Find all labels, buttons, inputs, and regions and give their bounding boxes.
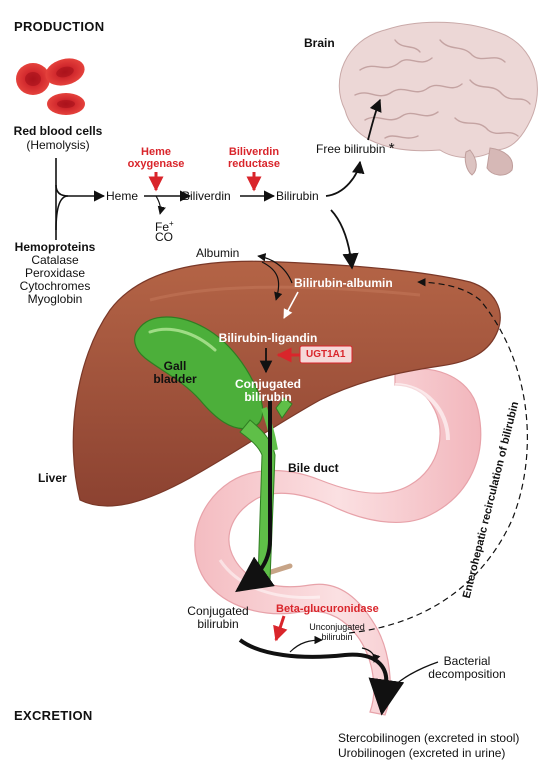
- heme-oxygenase-line: Heme: [141, 146, 171, 158]
- albumin-label: Albumin: [196, 246, 240, 260]
- rbc-title: Red blood cells: [13, 124, 103, 138]
- iron-charge: +: [169, 219, 174, 228]
- recirculation-dashed-arrow: [348, 278, 528, 634]
- unconjugated-line: Unconjugated: [309, 622, 365, 632]
- bilirubin-albumin-label: Bilirubin-albumin: [294, 276, 393, 290]
- co-label: CO: [155, 230, 173, 244]
- biliverdin-label: Biliverdin: [182, 189, 231, 203]
- brain-label: Brain: [304, 36, 335, 50]
- bilirubin-ligandin-label: Bilirubin-ligandin: [218, 331, 318, 345]
- intestinal-flow-arrow: [238, 638, 405, 716]
- free-bilirubin-label: Free bilirubin *: [316, 140, 395, 157]
- hemoprotein-item: Cytochromes: [19, 279, 91, 293]
- bacterial-line: Bacterial: [443, 654, 491, 668]
- ugt1a1-label: UGT1A1: [306, 349, 346, 360]
- conjugated-liver-line: bilirubin: [244, 390, 292, 404]
- bilirubin-label: Bilirubin: [276, 189, 319, 203]
- hemoprotein-item: Catalase: [31, 253, 79, 267]
- liver-flow-arrow: [283, 291, 299, 319]
- conjugated-intestine-line: bilirubin: [197, 617, 239, 631]
- heme-oxygenase-line: oxygenase: [127, 158, 185, 170]
- biliverdin-reductase-label: Biliverdin reductase: [228, 146, 280, 170]
- bacterial-line: decomposition: [428, 667, 506, 681]
- deconjugation-arrow: [289, 635, 323, 653]
- beta-glucuronidase-label: Beta-glucuronidase: [276, 603, 379, 615]
- unconjugated-line: bilirubin: [321, 632, 353, 642]
- free-bilirubin-asterisk: *: [388, 140, 395, 157]
- urobilinogen-label: Urobilinogen (excreted in urine): [338, 746, 506, 760]
- hemoproteins-list: Catalase Peroxidase Cytochromes Myoglobi…: [20, 254, 91, 306]
- conjugated-bilirubin-intestine-label: Conjugated bilirubin: [187, 605, 248, 631]
- heme-oxygenase-label: Heme oxygenase: [128, 146, 185, 170]
- biliverdin-reductase-line: reductase: [228, 158, 280, 170]
- ugt1a1-box: [299, 345, 353, 364]
- heme-label: Heme: [106, 189, 139, 203]
- liver-label: Liver: [38, 471, 67, 485]
- biliverdin-reductase-line: Biliverdin: [228, 146, 280, 158]
- bile-duct-label: Bile duct: [288, 461, 339, 475]
- gallbladder-line: bladder: [153, 372, 197, 386]
- conjugated-liver-line: Conjugated: [235, 377, 301, 391]
- bile-duct-flow-arrow: [235, 400, 275, 593]
- enzyme-arrows: [148, 172, 300, 642]
- hemoprotein-item: Peroxidase: [24, 266, 86, 280]
- bacterial-decomposition-label: Bacterial decomposition: [428, 655, 505, 681]
- hemoprotein-item: Myoglobin: [27, 292, 83, 306]
- gallbladder-label: Gall bladder: [153, 360, 196, 386]
- unconjugated-arrow: [361, 647, 381, 663]
- production-header: PRODUCTION: [14, 19, 105, 34]
- excretion-header: EXCRETION: [14, 708, 93, 723]
- pathway-arrows: [55, 98, 382, 374]
- rbc-subtitle: (Hemolysis): [26, 138, 90, 152]
- iron-symbol: Fe: [155, 220, 170, 234]
- conjugated-intestine-line: Conjugated: [187, 604, 249, 618]
- unconjugated-bilirubin-label: Unconjugated bilirubin: [309, 622, 365, 642]
- hemoproteins-title: Hemoproteins: [14, 240, 96, 254]
- stercobilinogen-label: Stercobilinogen (excreted in stool): [338, 731, 520, 745]
- gallbladder-line: Gall: [163, 359, 187, 373]
- red-blood-cells-illustration: [16, 58, 85, 115]
- free-bilirubin-text: Free bilirubin: [316, 142, 386, 156]
- brain-illustration: [338, 21, 538, 176]
- conjugated-bilirubin-liver-label: Conjugated bilirubin: [235, 378, 301, 404]
- iron-label: Fe+: [155, 217, 174, 234]
- bacterial-pointer-line: [391, 661, 439, 689]
